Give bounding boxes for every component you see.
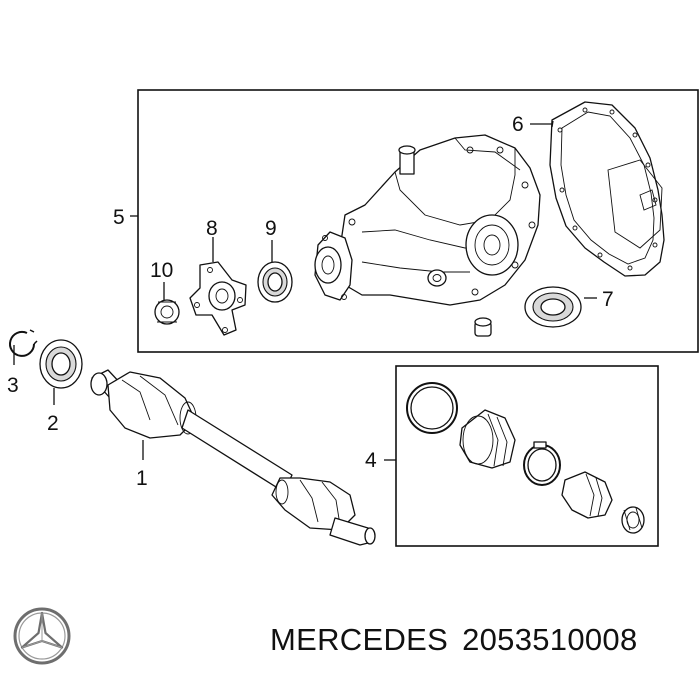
part-caption: MERCEDES 2053510008 [270, 615, 652, 665]
callout-7: 7 [602, 288, 614, 311]
rear-axle-group-box [137, 89, 699, 353]
callout-6: 6 [512, 113, 524, 136]
snap-ring [9, 329, 38, 357]
drain-plug [474, 317, 492, 337]
leader-lines [13, 120, 597, 461]
callout-8: 8 [206, 217, 218, 240]
callout-2: 2 [47, 412, 59, 435]
shaft-seal-left [39, 339, 83, 389]
drive-shaft [90, 369, 376, 546]
callout-5: 5 [113, 206, 125, 229]
part-number: 2053510008 [462, 622, 638, 657]
pinion-seal [257, 261, 293, 303]
callout-1: 1 [136, 467, 148, 490]
callout-4: 4 [365, 449, 377, 472]
boot-kit-group-box [395, 365, 659, 547]
cv-boot-kit [406, 382, 645, 534]
callout-3: 3 [7, 374, 19, 397]
mercedes-star-logo [13, 607, 71, 665]
brand-name: MERCEDES [270, 622, 449, 657]
differential-housing [314, 134, 541, 306]
differential-cover [549, 101, 665, 277]
callout-10: 10 [150, 259, 173, 282]
callout-9: 9 [265, 217, 277, 240]
pinion-nut [154, 299, 180, 325]
companion-flange [189, 261, 247, 336]
shaft-seal-right [524, 286, 582, 328]
